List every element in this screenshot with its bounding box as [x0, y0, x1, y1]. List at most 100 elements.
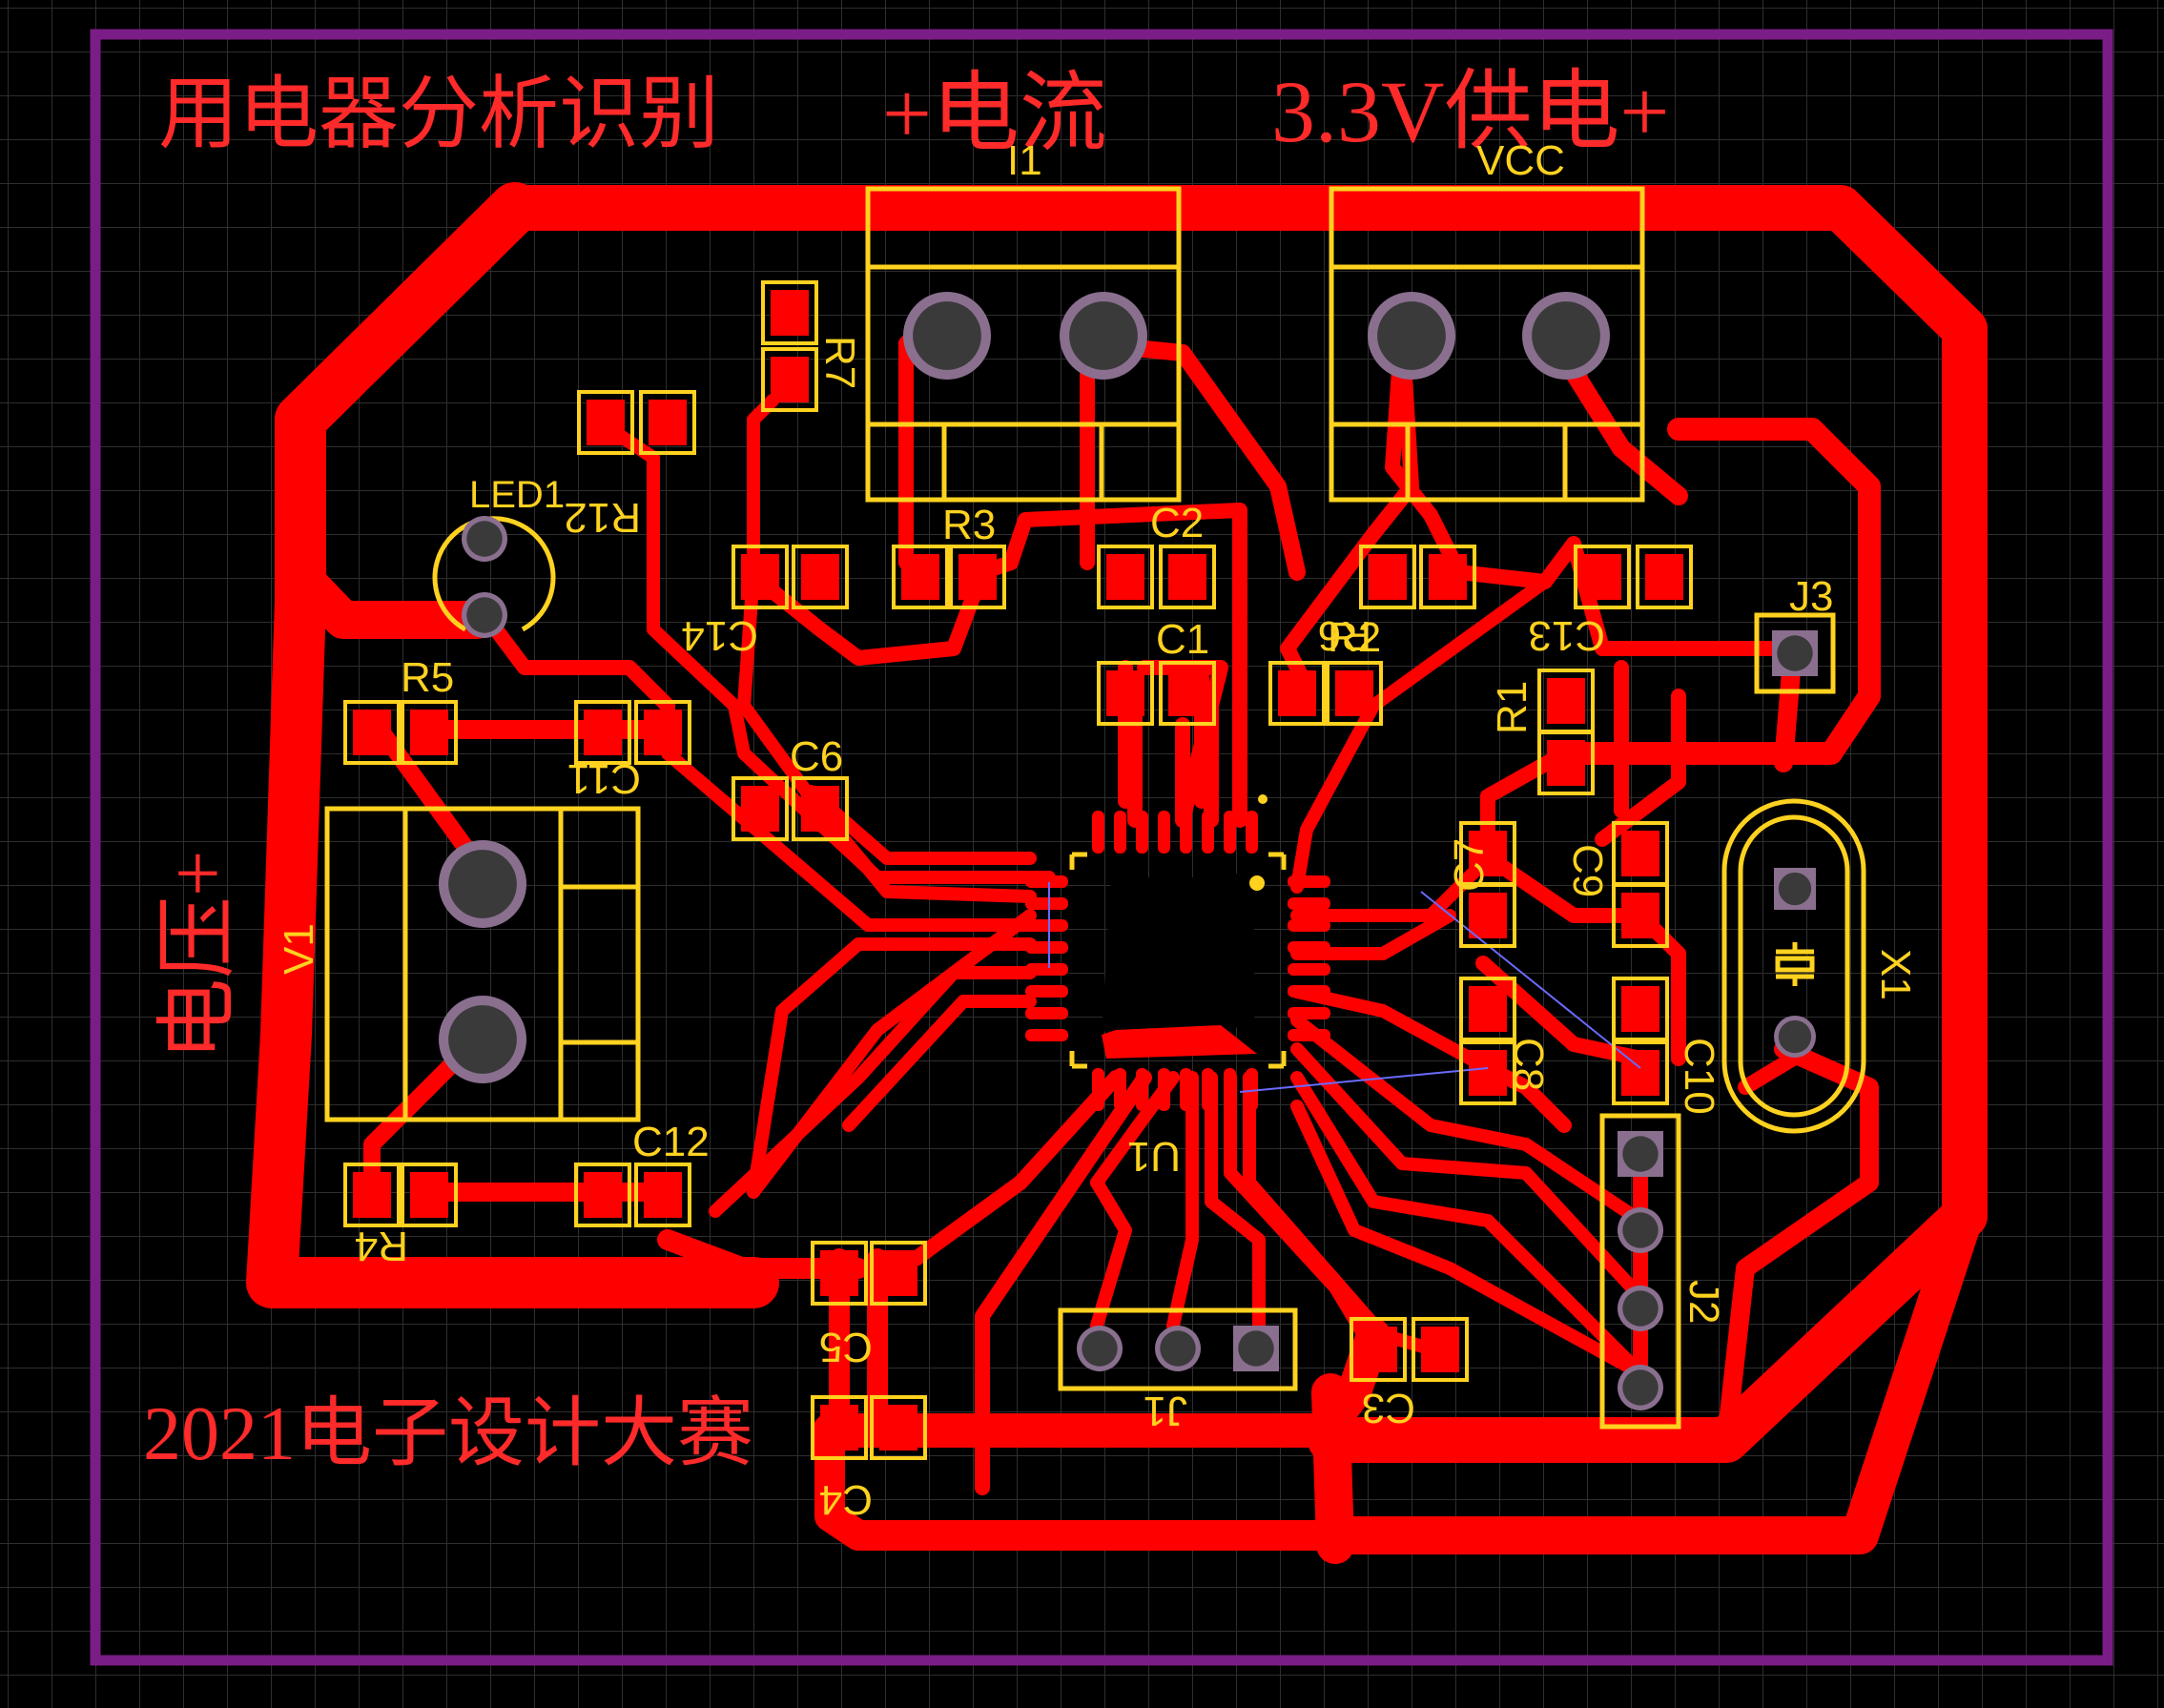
vcc-pin2-hole [1532, 301, 1600, 370]
label-r2: R2 [1328, 614, 1381, 661]
label-c6: C6 [790, 733, 843, 780]
u1-pin [1158, 811, 1170, 854]
pad-outline-c13 [1574, 545, 1631, 609]
pad-r1 [1547, 678, 1585, 724]
x1-outline-inner [1738, 814, 1850, 1118]
pad-c14 [801, 554, 839, 600]
u1-pins-left [1025, 875, 1068, 1041]
pad-outline-c8 [1459, 977, 1516, 1041]
pad-c5 [879, 1250, 917, 1296]
silkscreen [324, 186, 1866, 1430]
led1-pin1-hole [466, 521, 503, 557]
label-c2: C2 [1150, 500, 1204, 546]
u1-pin1-dot [1258, 794, 1267, 804]
pad-outline-r3 [949, 545, 1006, 609]
vcc-pin1-hole [1377, 301, 1446, 370]
pad-outline-c11 [574, 700, 631, 765]
pad-r7 [771, 357, 809, 402]
u1-pin [1202, 811, 1214, 854]
pad-outline-r5 [343, 700, 401, 765]
pad-outline-r5 [401, 700, 458, 765]
v1-pin1-hole [448, 850, 517, 918]
pad-c13 [1645, 554, 1683, 600]
pad-outline-r4 [401, 1163, 458, 1227]
pad-c11 [644, 710, 682, 755]
pad-outline-c9 [1612, 883, 1669, 948]
pad-c9 [1621, 893, 1659, 938]
pad-outline-c7 [1459, 883, 1516, 948]
u1-pin [1288, 1007, 1330, 1019]
pad-outline-r4 [343, 1163, 401, 1227]
pad-outline-c4 [870, 1395, 927, 1460]
pad-outline-c12 [634, 1163, 691, 1227]
j1-header-outline [1058, 1307, 1298, 1391]
pad-c8 [1469, 986, 1507, 1032]
j2-pin2-hole [1622, 1212, 1659, 1248]
i1-pin1-hole [913, 301, 981, 370]
u1-pin1-marker [1249, 875, 1265, 891]
label-c11: C11 [567, 755, 641, 802]
u1-pin [1288, 963, 1330, 976]
label-j3: J3 [1789, 573, 1833, 620]
j2-header-outline [1599, 1113, 1681, 1430]
u1-pins-right [1288, 875, 1330, 1041]
pad-outline-r2 [1326, 661, 1383, 726]
pad-c8 [1469, 1050, 1507, 1096]
u1-pin [1288, 875, 1330, 888]
pad-r4 [353, 1172, 391, 1218]
pad-outline-c10 [1612, 1040, 1669, 1105]
pad-r6 [1369, 554, 1407, 600]
pad-c3 [1359, 1327, 1397, 1372]
u1-pin [1025, 1029, 1068, 1041]
pad-outline-r1 [1537, 731, 1595, 795]
pad-outline-r2 [1268, 661, 1326, 726]
pad-outline-c12 [574, 1163, 631, 1227]
pad-c5 [820, 1250, 858, 1296]
label-i1: I1 [1007, 137, 1042, 184]
label-x1: X1 [1872, 949, 1919, 1000]
u1-pin [1180, 1068, 1192, 1111]
pad-outline-c14 [792, 545, 849, 609]
u1-pins-top [1092, 811, 1258, 854]
pad-c14 [741, 554, 779, 600]
u1-copper [1102, 863, 1257, 1059]
u1-pin [1158, 1068, 1170, 1111]
x1-outline-outer [1721, 798, 1866, 1134]
label-c4: C4 [819, 1476, 873, 1523]
pad-c11 [584, 710, 622, 755]
pad-outline-c13 [1636, 545, 1693, 609]
pad-r2 [1335, 670, 1373, 716]
pad-c10 [1621, 986, 1659, 1032]
ratsnest-lines [1048, 882, 1641, 1093]
pad-c1 [1106, 670, 1144, 716]
pad-r5 [353, 710, 391, 755]
u1-pin [1025, 985, 1068, 998]
through-hole-pads [439, 292, 1818, 1410]
label-c9: C9 [1564, 844, 1611, 897]
j2-pin3-hole [1622, 1290, 1659, 1327]
pad-outline-c4 [811, 1395, 868, 1460]
pad-c2 [1168, 554, 1206, 600]
u1-pin [1025, 963, 1068, 976]
label-u1: U1 [1127, 1133, 1181, 1180]
label-c13: C13 [1528, 612, 1605, 659]
pad-r5 [410, 710, 448, 755]
label-c3: C3 [1362, 1385, 1415, 1431]
pad-outline-r6 [1419, 545, 1476, 609]
v1-connector-outline [324, 806, 641, 1122]
u1-pin [1114, 1068, 1126, 1111]
label-r1: R1 [1489, 681, 1535, 734]
pad-c1 [1168, 670, 1206, 716]
label-c8: C8 [1505, 1038, 1552, 1091]
j2-pin1-hole [1622, 1136, 1659, 1172]
label-r6: R6 [1318, 612, 1371, 659]
u1-pin [1246, 811, 1258, 854]
pad-r3 [901, 554, 939, 600]
vcc-connector-outline [1329, 186, 1645, 503]
pad-c12 [644, 1172, 682, 1218]
board-outline [90, 29, 2113, 1666]
u1-pins-bottom [1092, 1068, 1258, 1111]
label-c10: C10 [1676, 1038, 1722, 1115]
title-current: +电流 [882, 65, 1107, 162]
pad-r3 [958, 554, 997, 600]
